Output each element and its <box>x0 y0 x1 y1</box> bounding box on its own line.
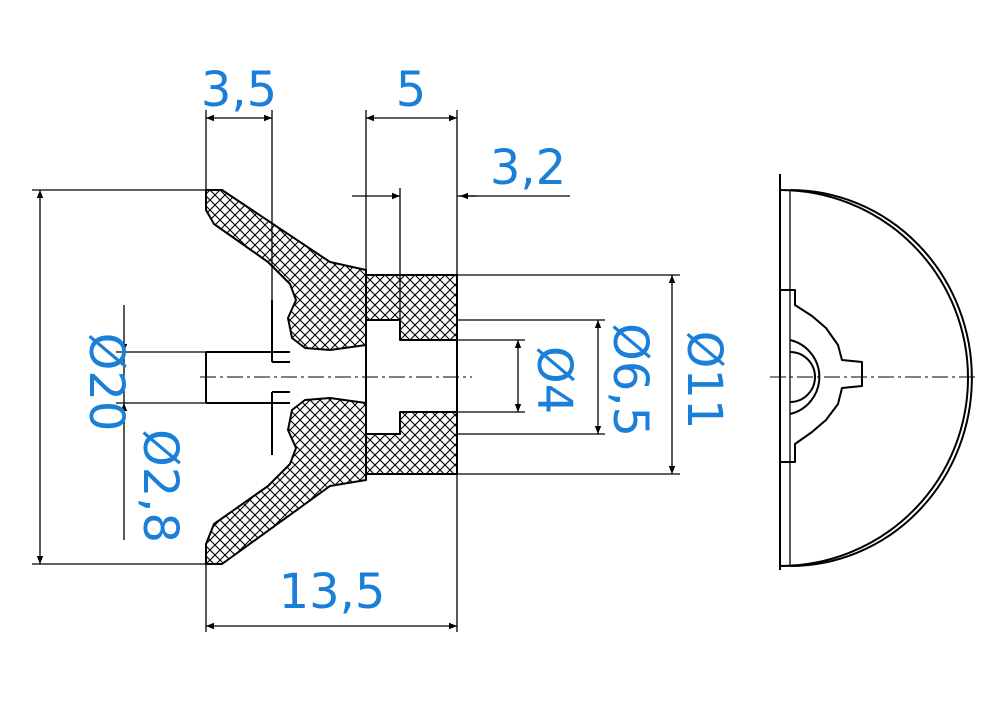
label-insert-bore-diameter: Ø6,5 <box>602 323 658 437</box>
label-insert-offset: 3,2 <box>490 140 566 196</box>
hub-bore <box>789 351 816 403</box>
label-insert-outer-diameter: Ø11 <box>676 331 732 430</box>
hole-outline <box>206 300 290 455</box>
label-total-length: 13,5 <box>279 564 386 620</box>
section-view <box>200 189 472 565</box>
cone-section-bottom <box>205 397 367 565</box>
label-hole-diameter: Ø2,8 <box>132 429 188 543</box>
cone-section-top <box>205 189 367 351</box>
insert-section-bottom <box>365 411 458 475</box>
side-view <box>770 174 975 570</box>
label-rim-thickness: 3,5 <box>201 62 277 118</box>
dimension-labels: 3,5 5 3,2 13,5 Ø20 Ø2,8 Ø4 Ø6,5 Ø11 <box>78 62 732 620</box>
hub-outline <box>780 289 863 463</box>
label-bore-diameter: Ø4 <box>526 346 582 414</box>
insert-section-top <box>365 274 458 341</box>
label-insert-length: 5 <box>396 62 427 118</box>
dimension-lines <box>32 110 680 632</box>
label-outer-diameter: Ø20 <box>78 333 134 432</box>
cup-outline <box>779 189 969 567</box>
